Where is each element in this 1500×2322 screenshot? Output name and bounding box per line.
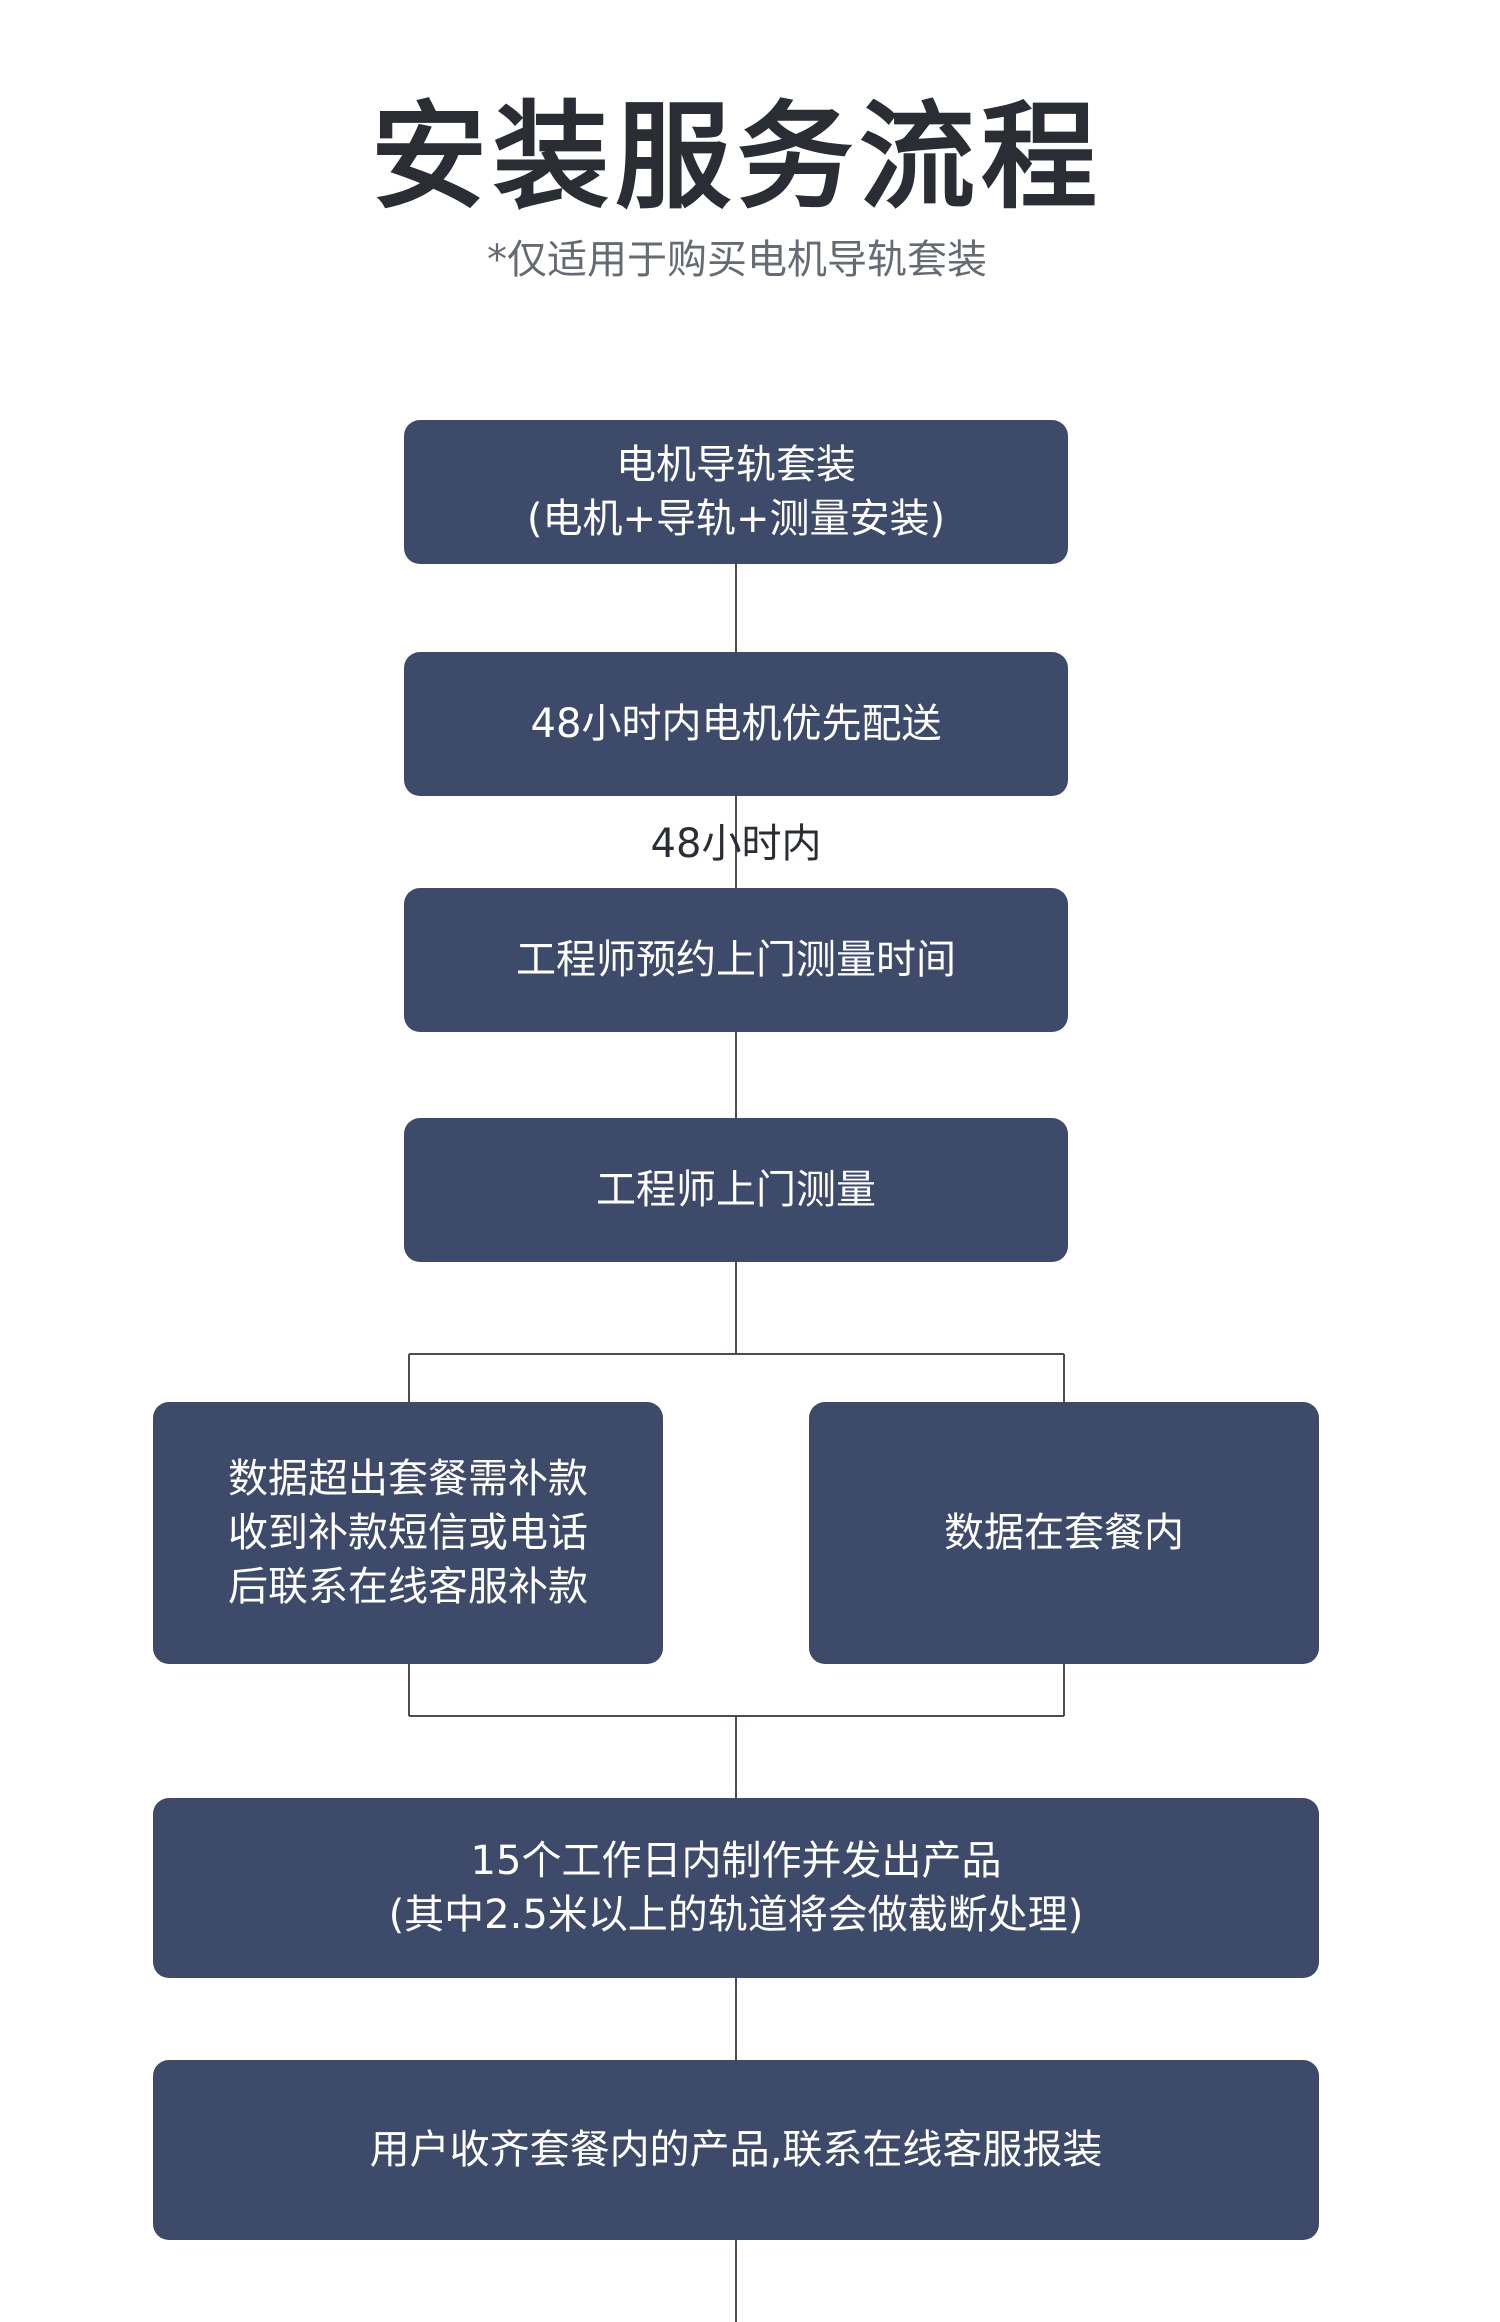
flow-step-request-installation-text: 用户收齐套餐内的产品,联系在线客服报装 bbox=[369, 2127, 1103, 2173]
flow-step-priority-delivery: 48小时内电机优先配送 bbox=[404, 652, 1068, 796]
flow-branch-extra-payment-line3: 后联系在线客服补款 bbox=[228, 1564, 588, 1610]
flow-branch-within-package: 数据在套餐内 bbox=[809, 1402, 1319, 1664]
flow-step-book-measurement: 工程师预约上门测量时间 bbox=[404, 888, 1068, 1032]
flow-step-book-measurement-text: 工程师预约上门测量时间 bbox=[516, 937, 956, 983]
flow-step-motor-rail-kit-line1: 电机导轨套装 bbox=[616, 442, 856, 488]
flow-step-production-shipping: 15个工作日内制作并发出产品 (其中2.5米以上的轨道将会做截断处理) bbox=[153, 1798, 1319, 1978]
page-subtitle: *仅适用于购买电机导轨套装 bbox=[487, 237, 987, 283]
flow-branch-extra-payment: 数据超出套餐需补款 收到补款短信或电话 后联系在线客服补款 bbox=[153, 1402, 663, 1664]
page-title: 安装服务流程 bbox=[371, 90, 1103, 225]
flow-branch-extra-payment-line2: 收到补款短信或电话 bbox=[228, 1510, 588, 1556]
flow-branch-extra-payment-line1: 数据超出套餐需补款 bbox=[228, 1456, 588, 1502]
flow-step-motor-rail-kit: 电机导轨套装 (电机+导轨+测量安装) bbox=[404, 420, 1068, 564]
flow-step-onsite-measurement-text: 工程师上门测量 bbox=[596, 1167, 876, 1213]
flow-branch-within-package-text: 数据在套餐内 bbox=[944, 1510, 1184, 1556]
flow-step-motor-rail-kit-line2: (电机+导轨+测量安装) bbox=[526, 496, 946, 542]
flow-step-request-installation: 用户收齐套餐内的产品,联系在线客服报装 bbox=[153, 2060, 1319, 2240]
flow-note-48h: 48小时内 bbox=[650, 821, 822, 867]
flow-step-priority-delivery-text: 48小时内电机优先配送 bbox=[530, 701, 942, 747]
flow-step-onsite-measurement: 工程师上门测量 bbox=[404, 1118, 1068, 1262]
flow-step-production-shipping-line2: (其中2.5米以上的轨道将会做截断处理) bbox=[388, 1892, 1084, 1938]
flow-step-production-shipping-line1: 15个工作日内制作并发出产品 bbox=[470, 1838, 1002, 1884]
